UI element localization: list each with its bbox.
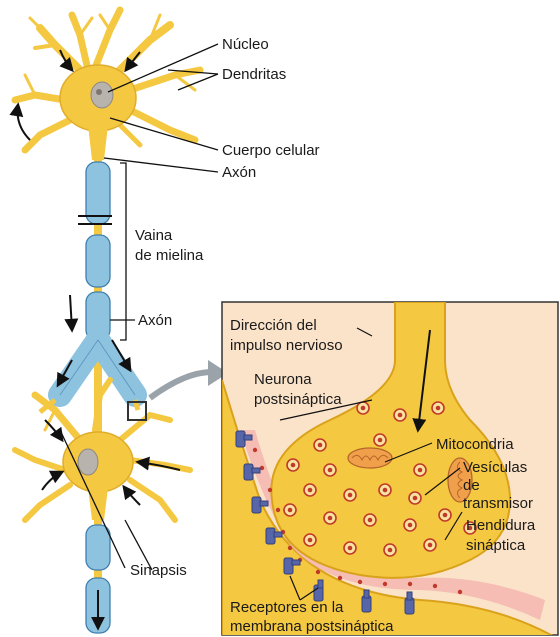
label-vesicles-1: Vesículas bbox=[463, 459, 527, 476]
synapse-inset: Dirección del impulso nervioso Neurona p… bbox=[222, 302, 560, 637]
label-mitochondria: Mitocondria bbox=[436, 436, 514, 453]
myelin-sheath bbox=[86, 162, 110, 340]
label-receptors-2: membrana postsináptica bbox=[230, 618, 394, 635]
label-impulse-direction-1: Dirección del bbox=[230, 317, 317, 334]
label-cleft-1: Hendidura bbox=[466, 517, 536, 534]
zoom-arrow bbox=[150, 372, 212, 398]
label-vesicles-3: transmisor bbox=[463, 495, 533, 512]
label-nucleus: Núcleo bbox=[222, 36, 269, 53]
label-myelin-1: Vaina bbox=[135, 227, 173, 244]
label-impulse-direction-2: impulso nervioso bbox=[230, 337, 343, 354]
label-myelin-2: de mielina bbox=[135, 247, 204, 264]
nucleus bbox=[91, 82, 113, 108]
label-receptors-1: Receptores en la bbox=[230, 599, 344, 616]
label-vesicles-2: de bbox=[463, 477, 480, 494]
label-axon-mid: Axón bbox=[138, 312, 172, 329]
label-cleft-2: sináptica bbox=[466, 537, 526, 554]
label-postsynaptic-neuron-1: Neurona bbox=[254, 371, 312, 388]
postsynaptic-neuron bbox=[15, 380, 190, 633]
label-cell-body: Cuerpo celular bbox=[222, 142, 320, 159]
label-dendrites: Dendritas bbox=[222, 66, 286, 83]
label-axon-top: Axón bbox=[222, 164, 256, 181]
label-postsynaptic-neuron-2: postsináptica bbox=[254, 391, 342, 408]
axon-terminals bbox=[40, 340, 138, 412]
label-synapse: Sinapsis bbox=[130, 562, 187, 579]
